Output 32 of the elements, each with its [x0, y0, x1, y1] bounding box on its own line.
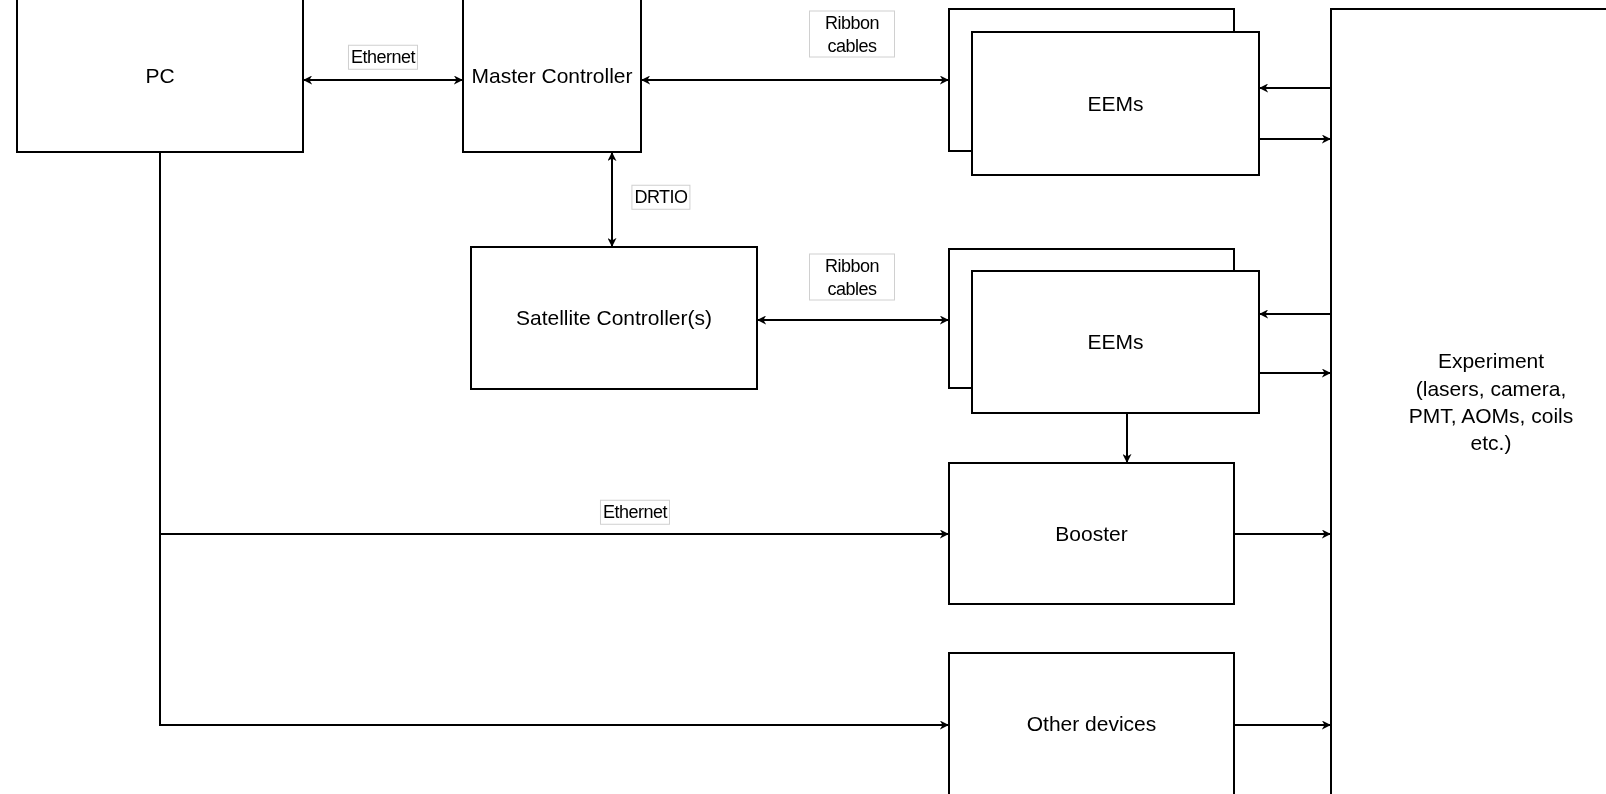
edge-label: Ethernet [348, 44, 418, 70]
connector-arrow [1259, 83, 1331, 93]
process-box [948, 652, 1235, 794]
connector-arrow [1259, 309, 1331, 319]
edge-label: Ribbon cables [809, 10, 895, 58]
node-label: EEMs [1087, 90, 1144, 117]
connector-arrow [607, 152, 617, 247]
node-label: EEMs [1087, 329, 1144, 356]
node-label: Booster [1055, 520, 1128, 547]
edge-label: Ethernet [600, 499, 670, 525]
node-label: Satellite Controller(s) [515, 305, 713, 332]
connector-arrow [641, 75, 949, 85]
edge-label: Ribbon cables [809, 253, 895, 301]
connector-arrow [303, 75, 463, 85]
node-label: PC [145, 62, 175, 89]
process-box [16, 0, 304, 153]
connector-arrow [757, 315, 949, 325]
node-label: Other devices [1026, 711, 1157, 738]
connector-arrow [1259, 368, 1331, 378]
connector-arrow [1234, 529, 1331, 539]
process-box [948, 462, 1235, 605]
process-box [971, 31, 1260, 176]
node-label: Master Controller [471, 62, 633, 89]
connector-arrow [1234, 720, 1331, 730]
edge-label: DRTIO [631, 184, 691, 210]
connector-arrow [1259, 134, 1331, 144]
process-box [462, 0, 642, 153]
process-box [470, 246, 758, 390]
connector-arrow [1122, 413, 1132, 463]
process-box [971, 270, 1260, 414]
process-box [1330, 8, 1606, 794]
node-label: Experiment (lasers, camera, PMT, AOMs, coils etc.) [1407, 348, 1575, 457]
